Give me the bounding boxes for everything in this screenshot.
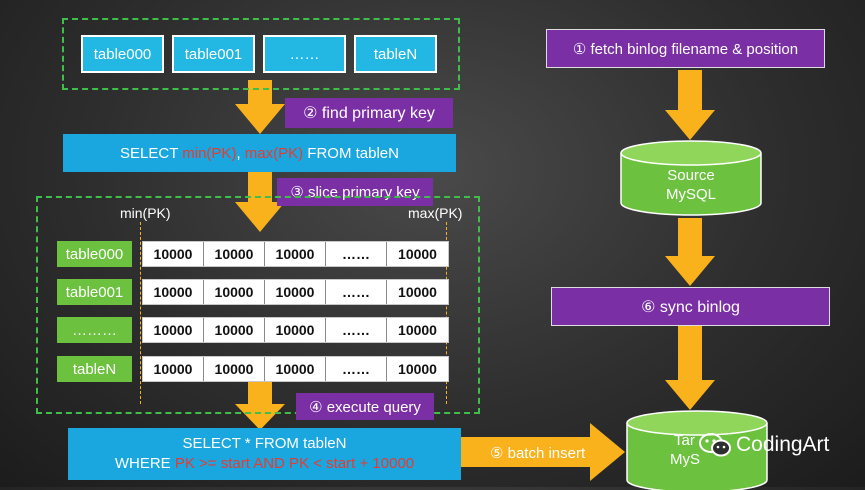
arrow-down-1 [235, 80, 285, 134]
slice-cell: …… [326, 357, 387, 381]
step-fetch-binlog: ① fetch binlog filename & position [546, 29, 825, 68]
row-label-0: table000 [57, 241, 132, 267]
slice-cell: 10000 [265, 242, 326, 266]
slice-row-1: 10000 10000 10000 …… 10000 [142, 279, 449, 305]
query2-where: WHERE [114, 455, 175, 472]
slice-cell: 10000 [398, 361, 437, 377]
slice-cell: 10000 [265, 318, 326, 342]
arrow-down-right-3 [665, 326, 715, 410]
slice-cell: 10000 [143, 280, 204, 304]
slice-row-3: 10000 10000 10000 …… 10000 [142, 356, 449, 382]
query1-prefix: SELECT [120, 144, 183, 162]
arrow-down-3 [235, 382, 285, 430]
query-min-max: SELECT min(PK) , max(PK) FROM tableN [63, 134, 456, 172]
slice-cell: 10000 [265, 280, 326, 304]
source-db-line2: MySQL [665, 186, 716, 203]
target-db-line1: Tar [674, 432, 695, 449]
arrow-down-right-2 [665, 218, 715, 286]
query1-sep: , [236, 144, 245, 162]
slice-cell: 10000 [204, 242, 265, 266]
table-box-1: table001 [172, 35, 255, 73]
slice-cell: …… [326, 318, 387, 342]
slice-row-0: 10000 10000 10000 …… 10000 [142, 241, 449, 267]
row-label-1: table001 [57, 279, 132, 305]
slice-cell: …… [326, 242, 387, 266]
max-pk-marker [446, 222, 447, 404]
table-box-3: tableN [354, 35, 437, 73]
query2-line1: SELECT * FROM tableN [182, 435, 347, 452]
arrow-down-2 [235, 172, 285, 232]
slice-cell: 10000 [204, 280, 265, 304]
slice-cell: 10000 [398, 246, 437, 262]
arrow-down-right-1 [665, 70, 715, 140]
source-db-line1: Source [667, 167, 715, 184]
arrow-right-batch [460, 423, 625, 481]
slice-cell: 10000 [265, 357, 326, 381]
slice-cell: 10000 [204, 318, 265, 342]
step-batch-insert: ⑤ batch insert [490, 445, 586, 462]
source-tables-group [62, 18, 460, 90]
slice-cell: 10000 [143, 242, 204, 266]
slice-cell: 10000 [398, 322, 437, 338]
query-batch-select: SELECT * FROM tableN WHERE PK >= start A… [68, 428, 461, 480]
row-label-2: ……… [57, 317, 132, 343]
slice-row-2: 10000 10000 10000 …… 10000 [142, 317, 449, 343]
slice-cell: 10000 [143, 318, 204, 342]
watermark-text: CodingArt [736, 433, 830, 456]
query2-condition: PK >= start AND PK < start + 10000 [174, 455, 415, 472]
step-sync-binlog: ⑥ sync binlog [551, 287, 830, 326]
query1-max: max(PK) [244, 144, 304, 162]
query1-suffix: FROM tableN [303, 144, 399, 162]
wechat-icon [699, 433, 731, 457]
step-execute-query: ④ execute query [296, 393, 434, 420]
target-mysql-db: Tar MyS [626, 410, 768, 490]
row-label-3: tableN [57, 356, 132, 382]
slice-group [36, 196, 480, 414]
slice-cell: 10000 [398, 284, 437, 300]
watermark: CodingArt [698, 432, 829, 458]
step-find-primary-key: ② find primary key [285, 98, 453, 128]
table-box-0: table000 [81, 35, 164, 73]
query2-line2: WHERE PK >= start AND PK < start + 10000 [115, 454, 414, 474]
slice-cell: 10000 [143, 357, 204, 381]
min-pk-marker [140, 222, 141, 404]
target-db-line2: MyS [670, 451, 700, 468]
min-pk-label: min(PK) [120, 205, 171, 221]
table-box-2: …… [263, 35, 346, 73]
slice-cell: 10000 [204, 357, 265, 381]
source-mysql-db: Source MySQL [620, 140, 762, 216]
slice-cell: …… [326, 280, 387, 304]
max-pk-label: max(PK) [408, 205, 463, 221]
query1-min: min(PK) [182, 144, 237, 162]
